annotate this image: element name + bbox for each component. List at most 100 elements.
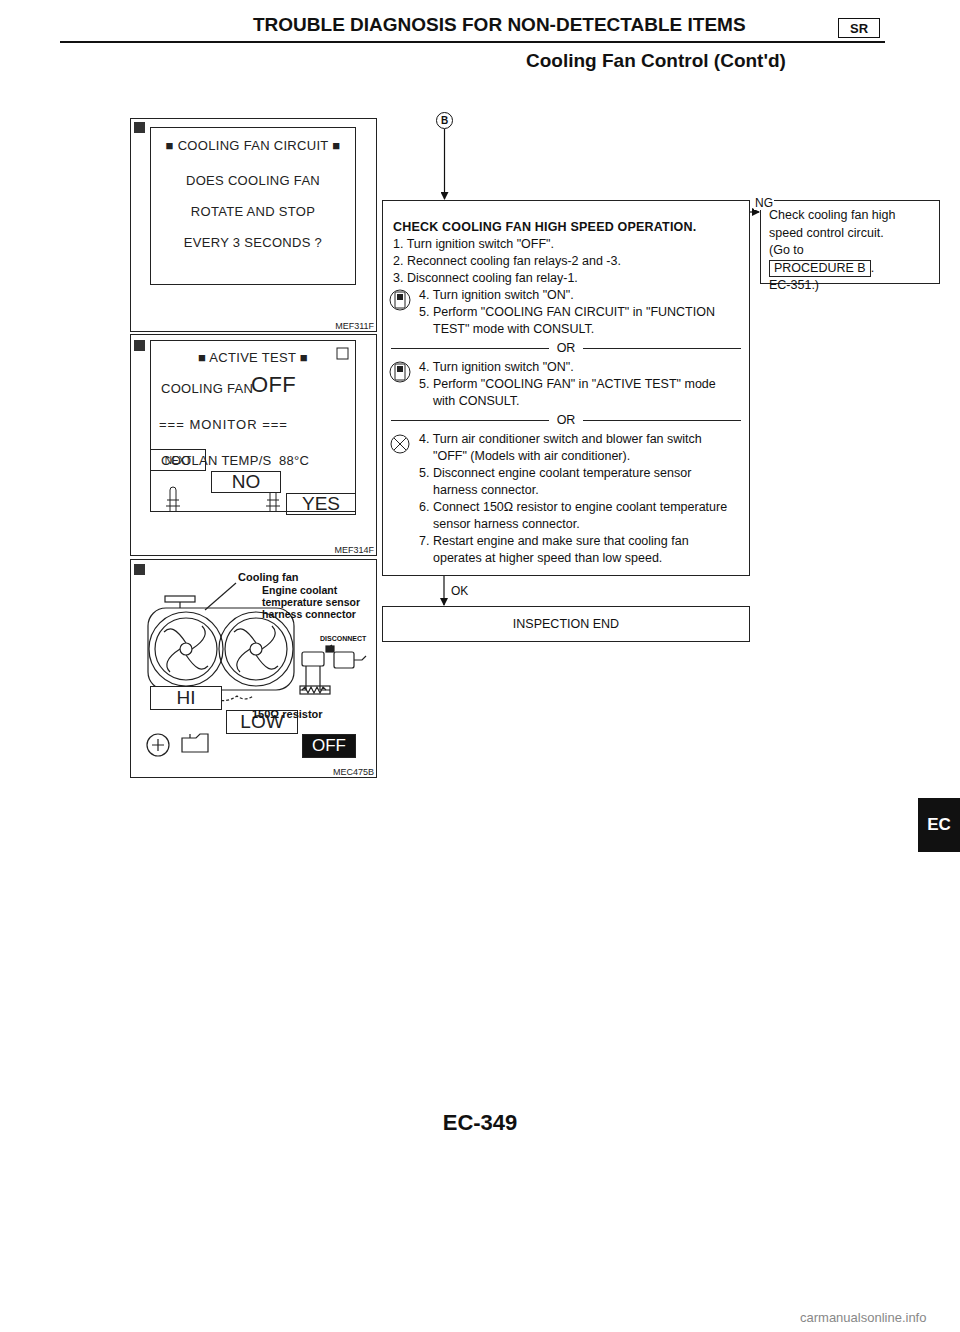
screen-button: OFF [302,734,356,758]
node-text: HI [177,688,196,708]
node-text: 7. Restart engine and make sure that coo… [419,533,739,567]
cooling-fan-drawing [164,626,208,672]
section-icon [134,122,145,133]
node-text: 4. Turn ignition switch "ON". [419,359,739,376]
header-rule [60,41,885,43]
node-text: COOLAN TEMP/S [161,453,272,468]
connector-and-resistor [319,666,320,680]
connector-and-resistor [300,645,366,694]
node-text: Check cooling fan high speed control cir… [769,207,931,242]
node-text: === MONITOR === [159,417,288,432]
node-text: ■ COOLING FAN CIRCUIT ■ [151,138,355,153]
cooling-fan-drawing [179,602,180,608]
node-text: B [441,115,448,126]
edge-label: OK [450,584,469,598]
section-icon [134,340,145,351]
node-text: OR [383,412,749,429]
cooling-fan-drawing [219,612,293,686]
node-text: PROCEDURE B [769,260,871,277]
edge-label: NG [754,196,774,210]
connector-and-resistor [305,666,306,680]
node-text: NO [232,472,261,492]
ignition-icon [182,734,208,752]
node-text: EC-351.) [769,277,931,295]
node-text: EC [927,815,951,835]
node-text: YES [302,494,340,514]
node-text: INSPECTION END [513,616,619,633]
screen-square [337,348,348,359]
header-rule [60,41,885,43]
connector-and-resistor [302,652,324,666]
ignition-icon [147,734,208,756]
connector-and-resistor [300,680,330,690]
touch-hand [166,500,180,506]
node-text: 6. Connect 150Ω resistor to engine coola… [419,499,739,533]
node-text: 5. Perform "COOLING FAN" in "ACTIVE TEST… [419,376,739,410]
section-icon [134,564,145,575]
consult-icon [389,288,411,312]
section-tab: EC [918,798,960,852]
illustration-panel: MEC475B [130,559,377,778]
part-label: Cooling fan [238,571,299,583]
screen-square [337,348,348,359]
node-text: DOES COOLING FAN ROTATE AND STOP EVERY 3… [178,165,328,258]
ignition-icon [147,734,169,756]
consult-panel: MEF311F ■ COOLING FAN CIRCUIT ■ DOES COOLI… [130,118,377,332]
flow-arrow [750,211,759,212]
cooling-fan-drawing [180,643,192,655]
watermark: carmanualsonline.info [800,1310,926,1325]
cooling-fan-drawing [149,612,223,686]
connector-and-resistor [300,686,330,694]
screen-button: HI [150,686,222,710]
instruction-label: DISCONNECT [320,635,366,642]
part-label: Engine coolant temperature sensor harnes… [262,584,374,620]
node-text: (Go to [769,242,931,260]
node-text: OFF [251,372,296,398]
ignition-icon [152,739,164,751]
node-text: MEF311F [334,321,375,331]
node-text: OFF [312,736,346,756]
touch-hand [266,500,280,506]
page-title: TROUBLE DIAGNOSIS FOR NON-DETECTABLE ITE… [253,14,746,36]
node-text: CHECK COOLING FAN HIGH SPEED OPERATION. [393,219,739,236]
node-text: 2. Reconnect cooling fan relays-2 and -3… [393,253,739,270]
cooling-fan-drawing [225,618,287,680]
screen-button: NO [211,471,281,493]
subtitle: Cooling Fan Control (Cont'd) [526,50,786,72]
node-text: MEF314F [333,545,375,555]
node-text: 4. Turn ignition switch "ON". [419,287,739,304]
cooling-fan-drawing [234,626,278,672]
flow-arrow [444,129,445,199]
node-text: 1. Turn ignition switch "OFF". [393,236,739,253]
node-text: 3. Disconnect cooling fan relay-1. [393,270,739,287]
consult-screen: ■ ACTIVE TEST ■ COOLING FANOFF === MONITOR… [150,340,356,512]
node-text: COOLING FAN [161,381,253,396]
page-number: EC-349 [0,1110,960,1136]
end-box: INSPECTION END [382,606,750,642]
node-text: 5. Perform "COOLING FAN CIRCUIT" in "FUN… [419,304,739,338]
node-text: . [871,261,874,275]
connector-and-resistor [334,652,354,668]
node-text: MEC475B [332,767,375,777]
connector-and-resistor [326,646,334,652]
cooling-fan-drawing [155,618,217,680]
connector-circle: B [436,112,453,129]
consult-screen: ■ COOLING FAN CIRCUIT ■ DOES COOLING FAN … [150,127,356,285]
section-mark: SR [838,18,880,38]
node-text: ■ ACTIVE TEST ■ [151,350,355,365]
result-box: Check cooling fan high speed control cir… [760,200,940,284]
connector-and-resistor [302,687,326,693]
flow-arrow [443,576,444,605]
cooling-fan-drawing [250,643,262,655]
cooling-fan-drawing [148,608,294,690]
section-icon [134,122,397,575]
node-text: OR [383,340,749,357]
consult-icon [389,360,411,384]
part-label: 150Ω resistor [252,708,323,720]
cooling-fan-drawing [205,583,236,610]
process-box: CHECK COOLING FAN HIGH SPEED OPERATION.1… [382,200,750,576]
node-text: SR [850,21,868,36]
consult-panel: MEF314F ■ ACTIVE TEST ■ COOLING FANOFF === … [130,334,377,556]
node-text: 5. Disconnect engine coolant temperature… [419,465,739,499]
